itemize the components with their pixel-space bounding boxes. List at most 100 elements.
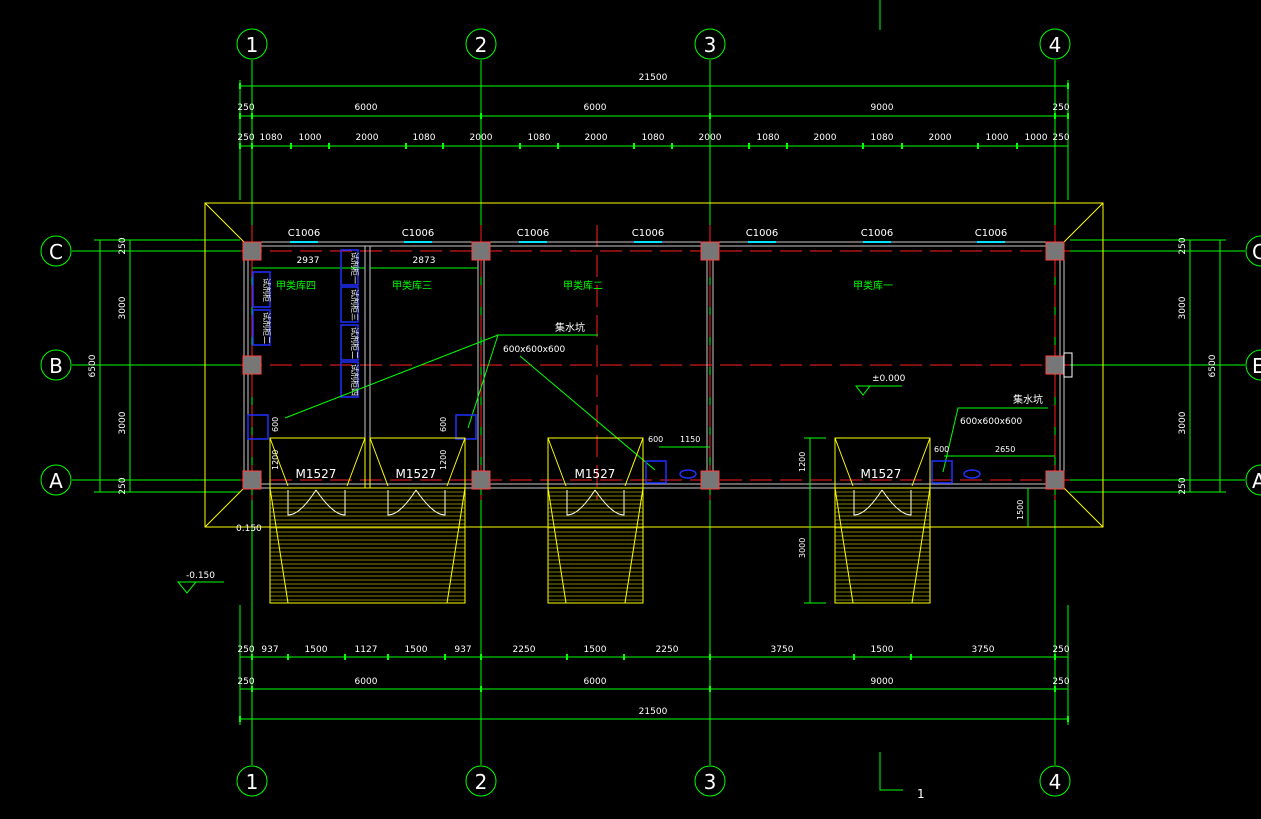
dim-text: 1080	[871, 133, 894, 143]
cabinet-label: 试剂柜三	[350, 289, 360, 321]
dim-text: 250	[1052, 103, 1069, 113]
cabinet-label: 试剂柜二	[350, 327, 360, 359]
dim-text: 1080	[528, 133, 551, 143]
dim-text: 250	[1052, 677, 1069, 687]
grid-bubble-label: B	[49, 354, 63, 378]
door-label: M1527	[296, 467, 337, 481]
dim-text: 1080	[642, 133, 665, 143]
top-dimension-lines	[239, 80, 1069, 200]
dim-text: 2250	[656, 645, 679, 655]
dim-text: 250	[118, 237, 128, 254]
dim-text: 600	[271, 417, 280, 432]
dim-text: 1500	[871, 645, 894, 655]
grid-bubble-label: C	[1252, 240, 1261, 264]
dim-text: 600	[648, 435, 663, 444]
dim-text: 2937	[297, 256, 320, 266]
grid-bubble-label: C	[49, 240, 63, 264]
dim-text: 937	[454, 645, 471, 655]
dim-text: 3000	[118, 411, 128, 434]
grid-bubble-label: 4	[1049, 770, 1062, 794]
dim-text: 250	[237, 103, 254, 113]
dim-text: 1500	[305, 645, 328, 655]
room-label: 甲类库三	[392, 279, 432, 292]
dim-text: 2000	[470, 133, 493, 143]
dim-text: 3000	[1178, 296, 1188, 319]
grid-bubble-label: 2	[475, 33, 488, 57]
wall-opening-right	[1063, 352, 1073, 378]
side-dimension-lines	[94, 239, 1226, 493]
sump-label: 集水坑	[1013, 393, 1043, 406]
dim-text: 1000	[986, 133, 1009, 143]
dim-text: 250	[1178, 237, 1188, 254]
dim-text: 250	[1052, 133, 1069, 143]
dim-text: 1000	[1025, 133, 1048, 143]
door-labels: M1527 M1527 M1527 M1527	[296, 467, 902, 481]
grid-bubble-label: 3	[704, 33, 717, 57]
door-label: M1527	[396, 467, 437, 481]
dim-text: 6000	[584, 677, 607, 687]
dim-text: 250	[237, 645, 254, 655]
dim-text: 2000	[585, 133, 608, 143]
grid-bubble-label: 1	[246, 770, 259, 794]
sump-size: 600x600x600	[503, 345, 565, 355]
door-label: M1527	[575, 467, 616, 481]
dim-text: 250	[1052, 645, 1069, 655]
grid-bubble-A-right: A	[1245, 464, 1261, 496]
structural-columns	[242, 241, 1065, 490]
door-area-dims: 600 600 1200 1200 600 1150 600 2650 1200…	[271, 417, 1025, 558]
window-label: C1006	[402, 228, 434, 239]
elevation-text: ±0.000	[872, 374, 906, 384]
sump-pits	[247, 414, 981, 484]
grid-bubble-1-bottom: 1	[236, 765, 268, 797]
dim-text: 1200	[271, 450, 280, 470]
sump-labels: 集水坑 600x600x600 集水坑 600x600x600	[503, 321, 1043, 427]
dim-text: 2873	[413, 256, 436, 266]
grid-bubble-2-top: 2	[465, 28, 497, 60]
grid-bubble-1-top: 1	[236, 28, 268, 60]
dim-text: 600	[934, 445, 949, 454]
dim-text: 2000	[929, 133, 952, 143]
window-label: C1006	[288, 228, 320, 239]
dim-text: 6000	[355, 677, 378, 687]
top-dimension-ticks	[239, 83, 1069, 149]
dim-text: 2000	[356, 133, 379, 143]
grid-bubble-label: E	[1252, 354, 1261, 378]
bottom-dimension-lines	[239, 605, 1069, 725]
cabinet-label: 试剂柜四	[350, 364, 360, 396]
grid-bubble-3-top: 3	[694, 28, 726, 60]
dim-text: 3000	[118, 296, 128, 319]
dim-text: 1500	[584, 645, 607, 655]
grid-bubble-A-left: A	[40, 464, 72, 496]
dim-text: 600	[439, 417, 448, 432]
door-area-dim-lines	[659, 437, 1055, 604]
dim-text: 6500	[88, 354, 98, 377]
dim-text: 1000	[299, 133, 322, 143]
dim-text: 1200	[439, 450, 448, 470]
sump-label: 集水坑	[555, 321, 585, 334]
floor-elevation-mark: ±0.000	[854, 374, 906, 396]
bottom-dimension-texts: 250 937 1500 1127 1500 937 2250 1500 225…	[237, 645, 1069, 717]
dim-text: 1127	[355, 645, 378, 655]
dim-text: 937	[261, 645, 278, 655]
outside-elevation-mark: -0.150 0.150	[176, 524, 262, 594]
bottom-dimension-ticks	[239, 654, 1069, 722]
grid-bubble-4-top: 4	[1039, 28, 1071, 60]
grid-bubble-2-bottom: 2	[465, 765, 497, 797]
grid-bubble-C-right: C	[1245, 235, 1261, 267]
dim-text: 3750	[771, 645, 794, 655]
grid-bubble-3-bottom: 3	[694, 765, 726, 797]
window-label: C1006	[517, 228, 549, 239]
dim-text: 250	[237, 133, 254, 143]
section-mark: 1	[879, 752, 925, 801]
grid-bubble-4-bottom: 4	[1039, 765, 1071, 797]
section-mark-label: 1	[917, 787, 925, 801]
room-label: 甲类库一	[853, 279, 893, 292]
dim-text: 2000	[814, 133, 837, 143]
dim-text: 1150	[680, 435, 700, 444]
dim-text: 3000	[1178, 411, 1188, 434]
dim-text: 3000	[798, 538, 807, 558]
grid-bubble-label: A	[1252, 469, 1261, 493]
window-label: C1006	[861, 228, 893, 239]
grid-bubble-label: 3	[704, 770, 717, 794]
